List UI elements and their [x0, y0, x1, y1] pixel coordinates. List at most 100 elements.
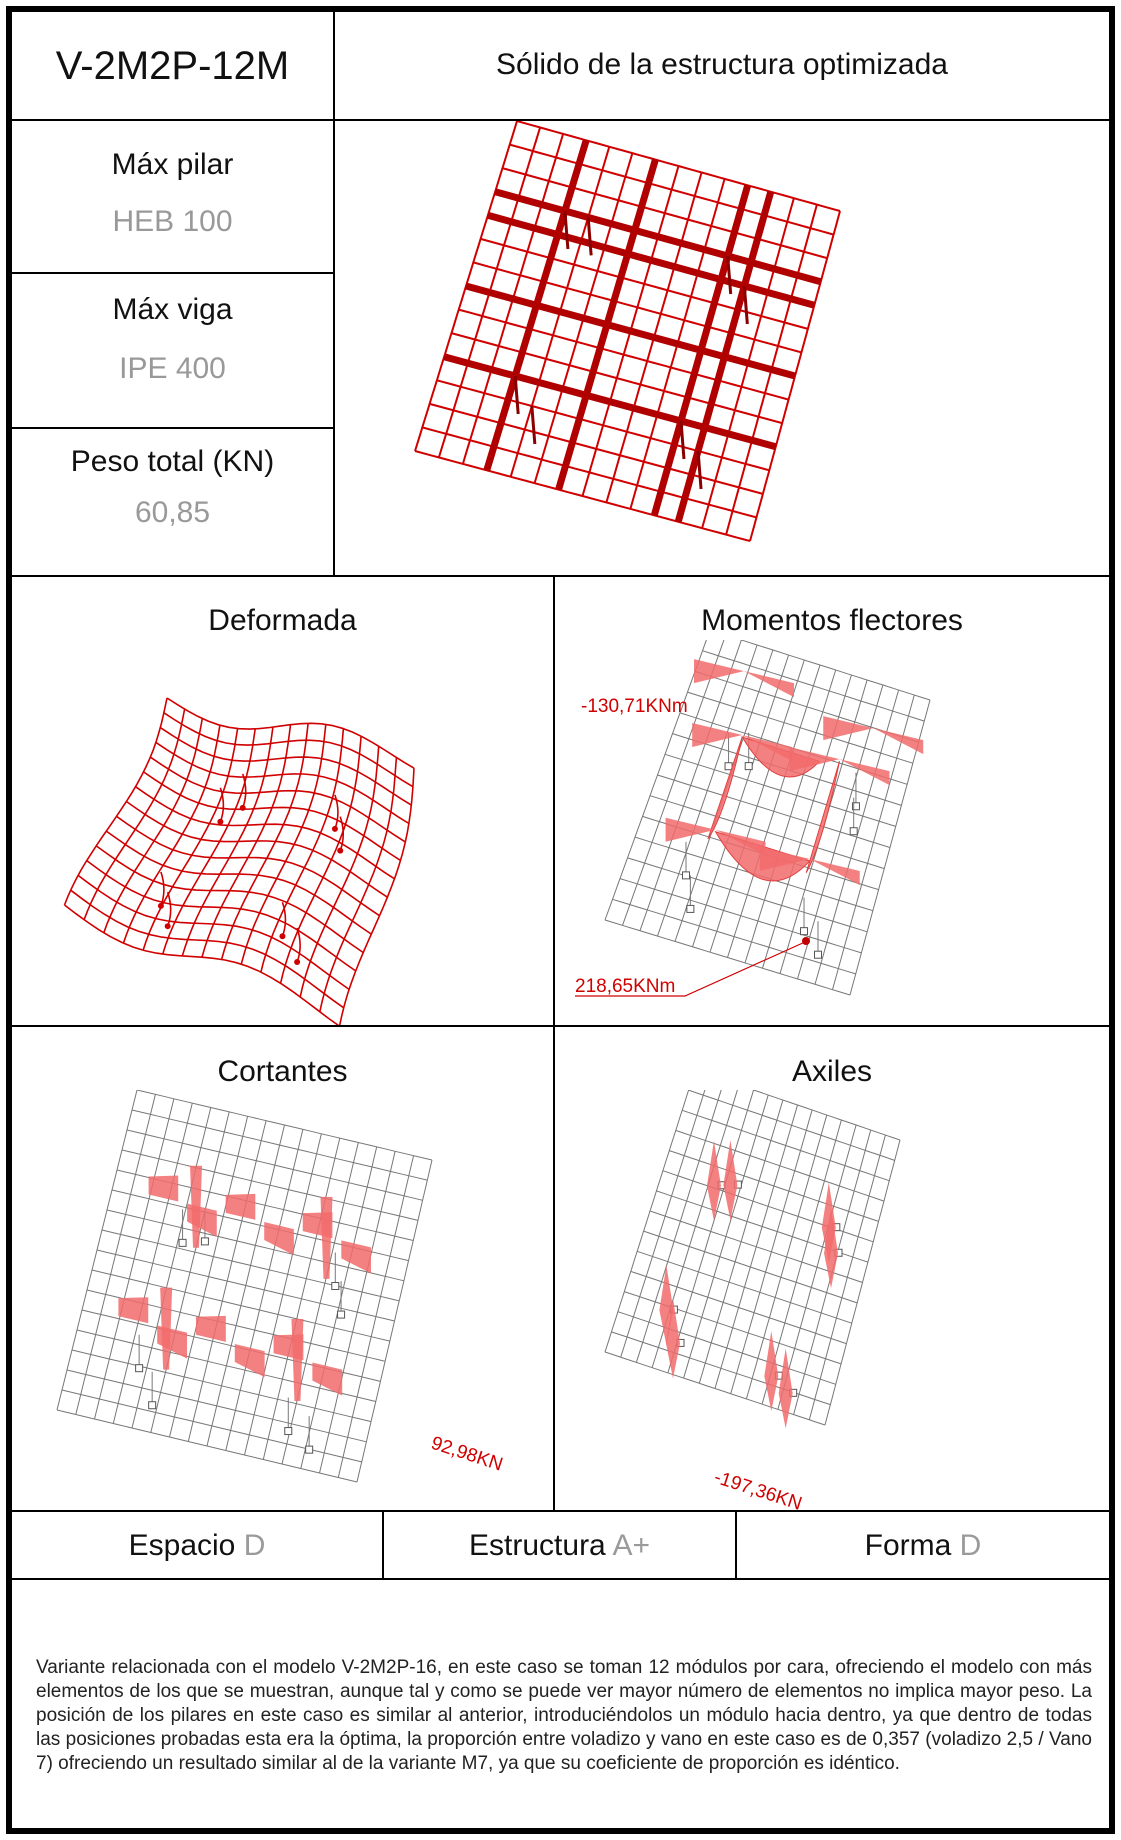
divider [12, 119, 1109, 121]
momentos-figure: -130,71KNm 218,65KNm [575, 640, 931, 997]
main-beam [555, 158, 659, 491]
grid-line [300, 1146, 378, 1469]
grid-line [761, 1119, 842, 1405]
grid-line [752, 1090, 901, 1141]
column [513, 375, 520, 415]
moment-spike [823, 716, 874, 741]
column-base-dot [294, 958, 301, 965]
axial-label: -197,36KN [711, 1467, 804, 1510]
rating-forma: Forma D [737, 1529, 1109, 1563]
column-support [331, 1282, 340, 1291]
grid-line [777, 1124, 857, 1410]
shear-spike [320, 1196, 333, 1279]
momentos-title: Momentos flectores [701, 604, 963, 637]
rating-estructura: Estructura A+ [384, 1529, 735, 1563]
moment-spike [789, 747, 840, 772]
divider [553, 575, 555, 1510]
deformed-grid [63, 697, 415, 1025]
rating-espacio: Espacio D [12, 1529, 382, 1563]
grid-line [797, 684, 884, 980]
column-support [178, 1238, 187, 1247]
column-support [849, 827, 858, 836]
grid-line [458, 308, 789, 401]
solid-title: Sólido de la estructura optimizada [496, 48, 948, 81]
grid-line [319, 1151, 396, 1474]
moment-spike [759, 846, 810, 871]
divider [12, 1510, 1109, 1512]
grid-line [116, 815, 380, 917]
grid-line [636, 1250, 852, 1324]
main-beam [483, 139, 590, 472]
grid-line [436, 379, 770, 472]
column [696, 450, 703, 490]
axial-diagram [659, 1140, 839, 1429]
grid-line [604, 919, 851, 996]
shear-block [234, 1343, 265, 1378]
moment-lobe [805, 761, 840, 873]
grid-line [657, 774, 891, 848]
model-code: V-2M2P-12M [55, 44, 290, 88]
grid-line [96, 1249, 395, 1322]
shear-diagram [118, 1165, 371, 1401]
main-beam [443, 353, 777, 451]
grid-line [739, 640, 931, 701]
main-beam [486, 211, 816, 309]
divider [333, 12, 335, 575]
moment-grid [604, 640, 931, 996]
column-base-dot [331, 825, 338, 832]
cortantes-title: Cortantes [217, 1055, 348, 1088]
grid-line [649, 1210, 863, 1283]
divider [12, 427, 333, 429]
grid-line [63, 697, 168, 906]
grid-line [225, 1129, 304, 1451]
max-pilar-value: HEB 100 [112, 205, 233, 238]
grid-line [66, 1369, 367, 1443]
moment-spike [665, 817, 716, 842]
grid-line [71, 1349, 372, 1423]
deformada-figure [63, 697, 415, 1025]
main-beam [465, 282, 796, 380]
grid-line [744, 669, 837, 964]
shear-block [118, 1297, 149, 1324]
grid-line [730, 1109, 813, 1394]
column-base-dot [157, 902, 164, 909]
grid-line [635, 1090, 722, 1363]
moment-min-label: -130,71KNm [581, 696, 688, 717]
structure-grid [414, 121, 841, 542]
moment-leader-line [575, 941, 806, 997]
solid-structure-figure [414, 121, 841, 542]
shear-block [187, 1203, 217, 1237]
column-support [682, 871, 690, 880]
espacio-label: Espacio [128, 1529, 236, 1562]
main-beam [494, 188, 822, 286]
shear-grid [56, 1090, 433, 1483]
grid-line [135, 786, 395, 880]
axiles-title: Axiles [791, 1055, 873, 1088]
grid-line [451, 332, 783, 425]
divider [12, 1578, 1109, 1580]
shear-block [148, 1175, 179, 1202]
column-support [200, 1237, 209, 1246]
grid-line [86, 859, 357, 972]
column-support [686, 904, 695, 913]
grid-line [808, 1134, 886, 1420]
grid-line [105, 830, 372, 935]
grid-line [429, 402, 764, 495]
shear-block [264, 1222, 294, 1256]
deformed-column [160, 871, 165, 907]
axial-spindle [723, 1140, 738, 1221]
divider [382, 1510, 384, 1578]
grid-line [64, 904, 340, 1025]
grid-line [624, 1291, 842, 1365]
moment-spike [742, 735, 793, 762]
description-text: Variante relacionada con el modelo V-2M2… [36, 1657, 1092, 1774]
column-support [851, 802, 860, 811]
moment-spike [744, 671, 794, 698]
column-support [337, 1310, 346, 1319]
column-base-dot [239, 804, 246, 811]
grid-line [95, 845, 364, 954]
column-base-dot [164, 923, 171, 930]
grid-line [319, 757, 398, 1012]
grid-line [604, 1090, 690, 1353]
cortantes-figure: 92,98KN [56, 1090, 505, 1483]
